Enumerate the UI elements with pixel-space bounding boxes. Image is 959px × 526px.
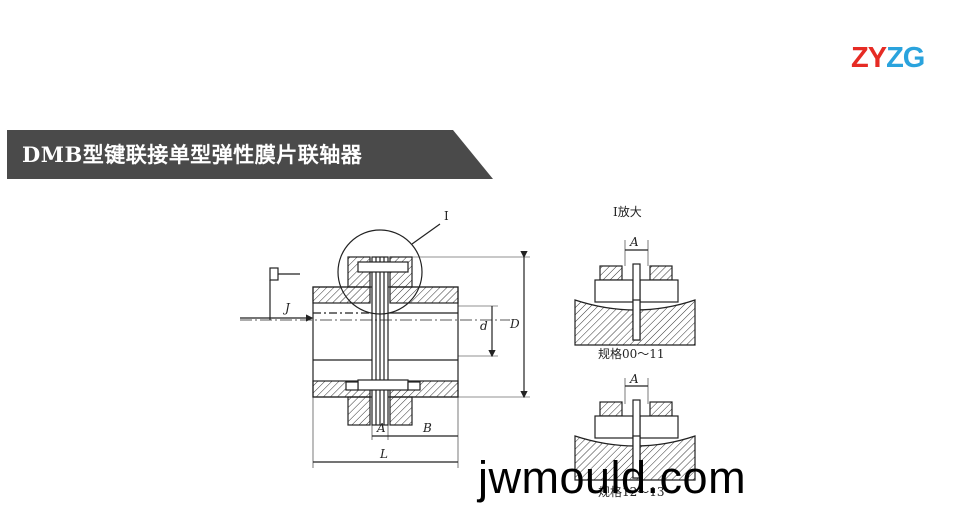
logo-part-red: ZY [851, 42, 887, 74]
title-banner: DMB型键联接单型弹性膜片联轴器 [7, 130, 493, 179]
brand-logo: ZYZG [851, 42, 925, 74]
detail-view-top: A [574, 235, 696, 346]
spec-bottom-label: 规格12～13 [598, 484, 665, 499]
dim-d-label: d [480, 319, 488, 333]
dim-b-label: B [422, 421, 432, 435]
dim-j-label: J [282, 301, 291, 315]
detail-view-bottom: A [574, 372, 696, 481]
spec-top-label: 规格00～11 [598, 346, 665, 361]
page-title: DMB型键联接单型弹性膜片联轴器 [22, 142, 363, 167]
detail-dim-a-top: A [629, 235, 639, 249]
dim-l-label: L [379, 447, 388, 461]
coupling-drawing: I J d D A B L I放大 A [240, 204, 696, 499]
logo-part-blue: ZG [886, 42, 925, 74]
detail-dim-a-bottom: A [629, 372, 639, 386]
detail-callout: I [444, 209, 449, 223]
detail-circle [337, 229, 423, 315]
dim-D-label: D [509, 317, 520, 331]
watermark-text: jwmould.com [478, 452, 747, 503]
dim-a-label: A [376, 421, 386, 435]
detail-title: I放大 [613, 204, 642, 219]
coupling-main-view [240, 256, 510, 426]
